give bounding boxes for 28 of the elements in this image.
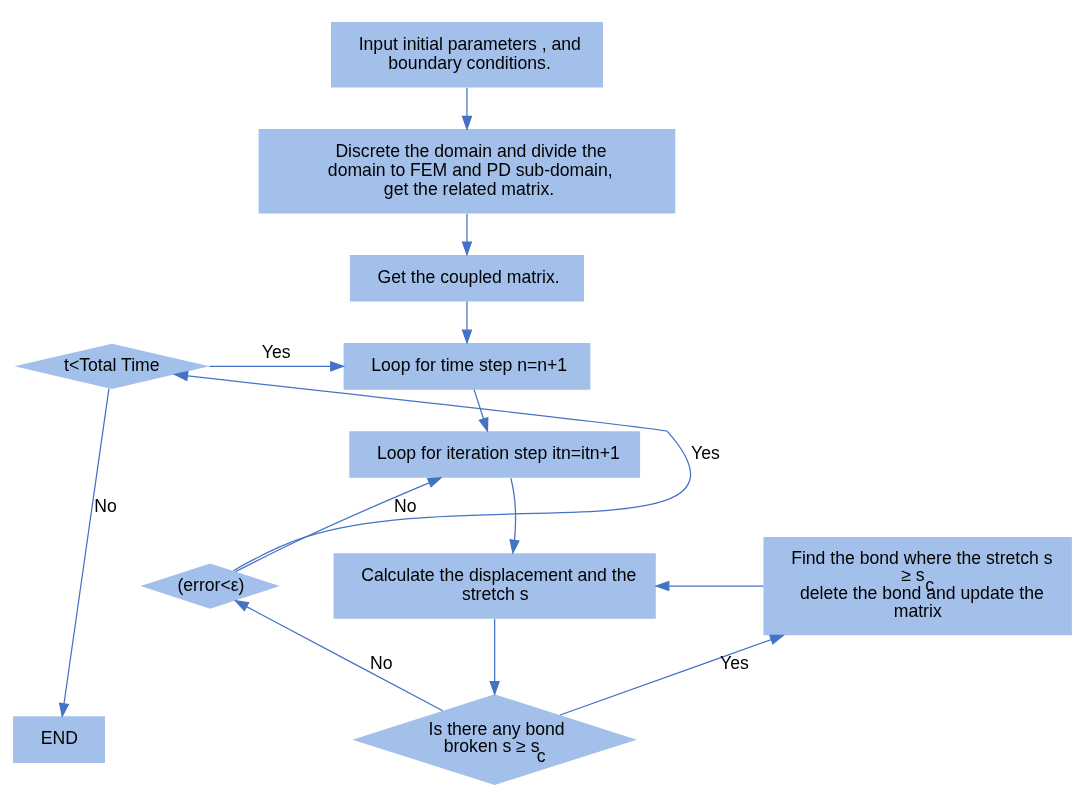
arrow (461, 300, 473, 345)
arrow (473, 389, 489, 433)
node-box: Get the coupled matrix. (349, 254, 585, 302)
arrow (559, 634, 786, 716)
arrow (509, 477, 520, 555)
edge-label: Yes (261, 341, 291, 362)
arrow (234, 477, 443, 573)
arrow (172, 370, 691, 572)
node-box: Loop for iteration step itn=itn+1 (349, 431, 641, 478)
arrow (233, 599, 444, 712)
node-diamond: (error<ε) (140, 563, 280, 609)
node-box: Calculate the displacement and the stretch s (333, 553, 656, 619)
arrow (461, 87, 473, 131)
edge-label: Yes (691, 443, 720, 464)
arrow (461, 213, 473, 257)
edge-label: Yes (720, 653, 749, 674)
edge-label: No (94, 496, 117, 517)
arrow (208, 361, 346, 372)
node-box: Discrete the domain and divide the domain to FEM and PD sub-domain, get the related matrix. (258, 129, 676, 214)
node-box: Loop for time step n=n+1 (343, 343, 591, 390)
arrow (489, 618, 500, 697)
arrow (58, 388, 110, 719)
edge-label: No (393, 496, 417, 517)
node-box: Input initial parameters , and boundary conditions. (331, 22, 603, 88)
node-diamond: t<Total Time (14, 343, 210, 389)
node-box: END (13, 716, 105, 763)
edge-label: No (370, 653, 393, 674)
arrow (654, 580, 765, 592)
